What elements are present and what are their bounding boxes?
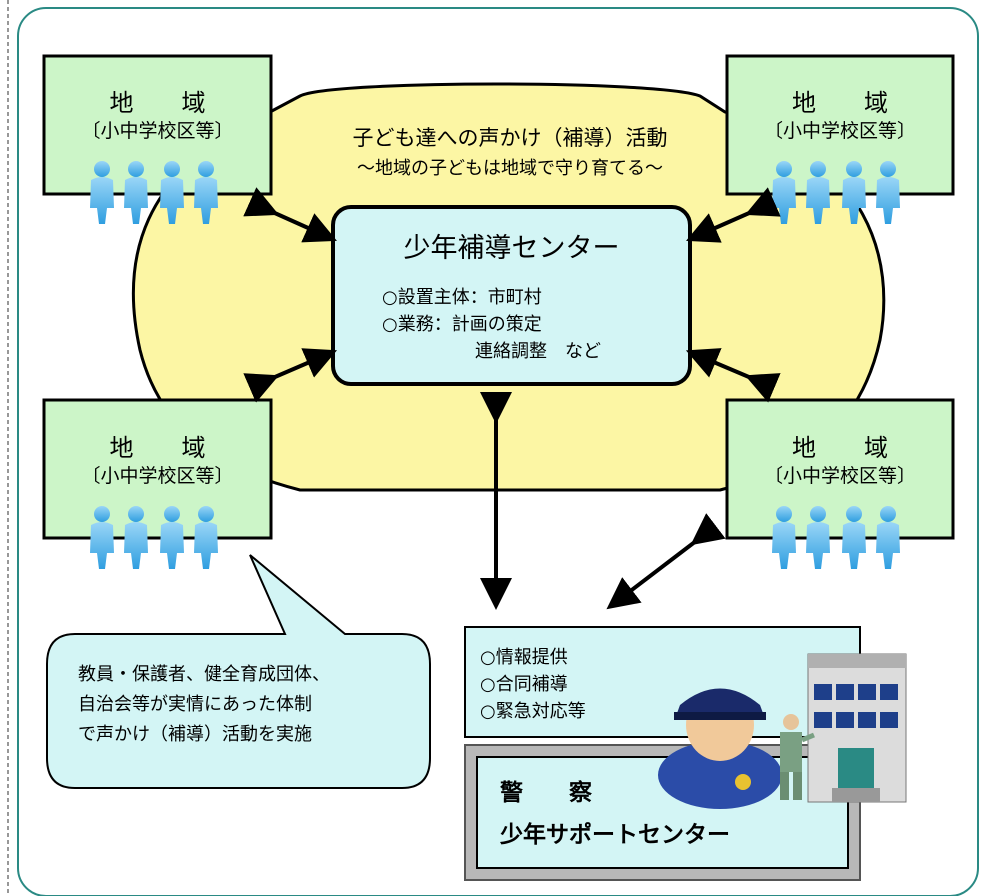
region-title: 地 域 <box>792 89 888 117</box>
arrow-br <box>685 348 781 403</box>
region-subtitle: 〔小中学校区等〕 <box>763 465 916 487</box>
police-title: 警 察 <box>500 780 592 806</box>
region-br: 地 域 〔小中学校区等〕 <box>727 433 953 489</box>
arrow-br-police <box>606 513 726 610</box>
bubble-line3: で声かけ（補導）活動を実施 <box>78 724 312 745</box>
slogan-line2: ～地域の子どもは地域で守り育てる～ <box>357 158 663 179</box>
police-building-icon <box>807 653 907 803</box>
region-subtitle: 〔小中学校区等〕 <box>763 120 916 142</box>
arrow-bl <box>243 348 338 403</box>
arrow-tl <box>243 187 337 243</box>
center-title: 少年補導センター <box>403 233 620 264</box>
center-line2: ○業務：計画の策定 <box>382 314 542 335</box>
region-box-tl <box>42 54 273 196</box>
region-bl: 地 域 〔小中学校区等〕 <box>44 433 271 489</box>
region-title: 地 域 <box>792 434 888 462</box>
speech-bubble <box>46 554 431 789</box>
region-title: 地 域 <box>109 89 206 117</box>
region-tr: 地 域 〔小中学校区等〕 <box>727 88 953 144</box>
bubble-line2: 自治会等が実情にあった体制 <box>78 694 312 715</box>
region-subtitle: 〔小中学校区等〕 <box>81 465 234 487</box>
arrows <box>243 187 781 610</box>
center-line1: ○設置主体：市町村 <box>382 287 542 308</box>
region-box-br <box>725 398 955 540</box>
arrow-tr <box>686 187 781 243</box>
police-info-line1: ○情報提供 <box>480 647 568 668</box>
region-title: 地 域 <box>109 434 206 462</box>
center-box <box>331 205 692 386</box>
center-line3: 連絡調整 など <box>475 341 601 362</box>
region-subtitle: 〔小中学校区等〕 <box>81 120 234 142</box>
police-subtitle: 少年サポートセンター <box>500 822 730 848</box>
officer-icon <box>658 688 782 809</box>
police-info-line3: ○緊急対応等 <box>480 701 586 722</box>
staff-icon <box>780 714 815 800</box>
region-box-tr <box>725 54 955 196</box>
region-box-bl <box>42 398 273 540</box>
slogan-line1: 子ども達への声かけ（補導）活動 <box>352 126 668 150</box>
police-info-line2: ○合同補導 <box>480 674 568 695</box>
bubble-line1: 教員・保護者、健全育成団体、 <box>78 664 330 685</box>
region-tl: 地 域 〔小中学校区等〕 <box>44 88 271 144</box>
